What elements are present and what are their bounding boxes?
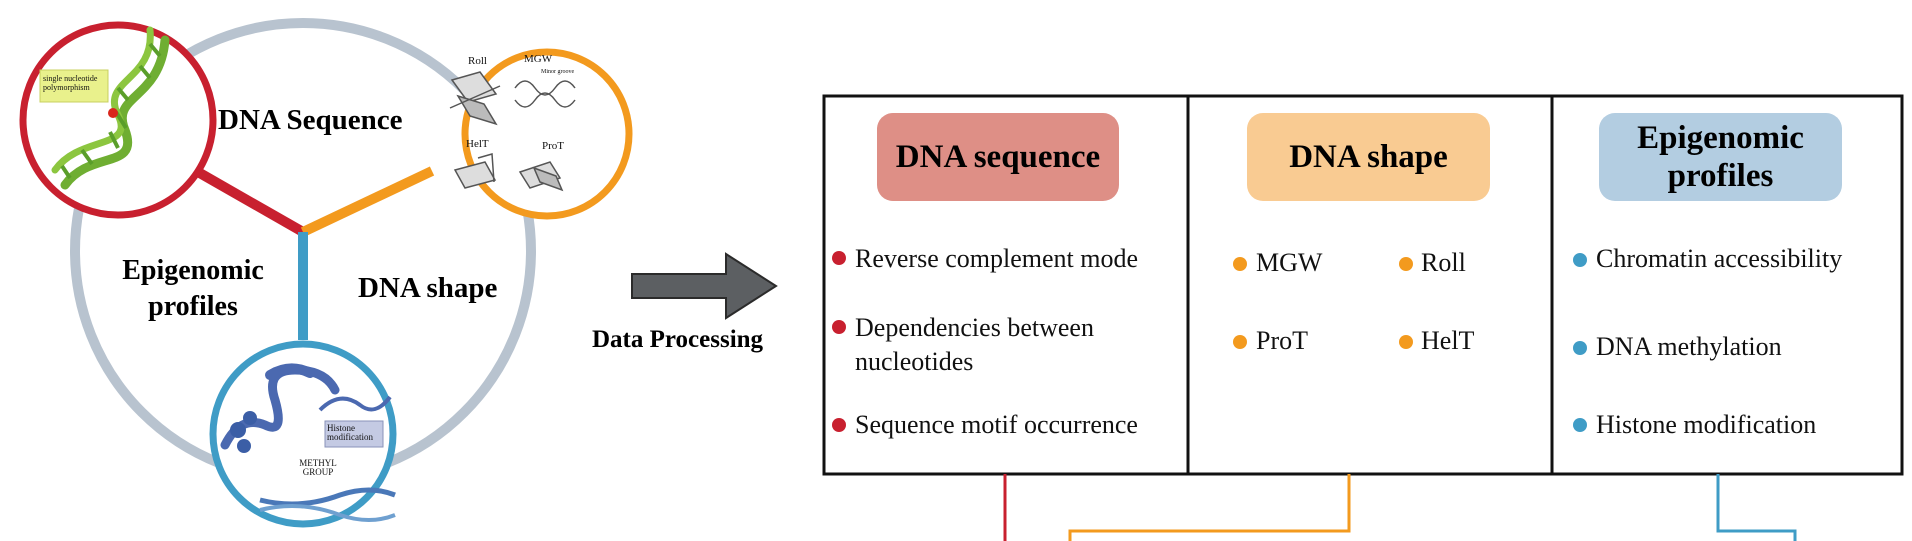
seq-item-2-cont: nucleotides [855,347,974,376]
data-processing-arrow [631,252,778,320]
shape-illustrations [449,71,576,192]
bullet-shape-helt [1399,335,1413,349]
shape-item-roll: Roll [1421,248,1466,277]
chromatin-illustration [220,363,396,522]
methyl-line2: GROUP [302,467,334,477]
shape-label-roll: Roll [468,55,487,67]
shape-label-helt: HelT [466,138,489,150]
bullet-seq-2 [832,320,846,334]
epi-item-3: Histone modification [1596,410,1817,439]
bullet-epi-3 [1573,418,1587,432]
shape-label-prot: ProT [542,140,564,152]
epi-item-1: Chromatin accessibility [1596,244,1843,273]
shape-item-prot: ProT [1256,326,1308,355]
connector-red [195,167,306,237]
shape-item-mgw: MGW [1256,248,1323,277]
seq-item-2: Dependencies between [855,313,1094,342]
methyl-group-text: METHYL GROUP [298,459,338,477]
seq-item-1: Reverse complement mode [855,244,1139,273]
bullet-seq-1 [832,251,846,265]
bullet-shape-prot [1233,335,1247,349]
histone-callout-line1: Histone [327,423,355,433]
epi-item-2: DNA methylation [1596,332,1782,361]
shape-label-mgw: MGW [524,53,553,65]
seq-item-3: Sequence motif occurrence [855,410,1138,439]
dna-helix-illustration [51,26,170,190]
hub-label-dna-sequence: DNA Sequence [218,104,403,136]
connector-orange [300,166,435,237]
methyl-line1: METHYL [299,458,337,468]
arrow-label: Data Processing [592,326,764,353]
histone-callout-line2: modification [327,432,373,442]
shape-label-minor-groove: Minor groove [541,69,575,75]
bullet-shape-roll [1399,257,1413,271]
pill-dna-sequence: DNA sequence [877,113,1119,201]
pill-epigenomic-line1: Epigenomic [1637,120,1804,156]
histone-callout-box [324,420,384,448]
pill-epigenomic: Epigenomic profiles [1599,113,1842,201]
shape-item-helt: HelT [1421,326,1475,355]
pill-epigenomic-line2: profiles [1667,158,1774,194]
epigenomic-circle [209,340,397,528]
snp-callout-line1: single nucleotide [43,74,98,83]
hub-label-epigenomic-line2: profiles [148,291,238,322]
output-line-orange [1068,474,1351,541]
dna-shape-circle [461,48,633,220]
bullet-seq-3 [832,418,846,432]
hub-label-epigenomic: Epigenomic profiles [112,253,274,325]
pill-dna-shape: DNA shape [1247,113,1490,201]
hub-label-dna-shape: DNA shape [358,272,498,304]
snp-callout-line2: polymorphism [43,83,90,92]
hub-label-epigenomic-line1: Epigenomic [122,255,264,286]
snp-callout-text: single nucleotide polymorphism [43,74,97,92]
snp-callout-box [39,69,109,103]
output-line-blue [1716,474,1797,541]
histone-callout-text: Histone modification [327,424,373,442]
bullet-shape-mgw [1233,257,1247,271]
bullet-epi-2 [1573,341,1587,355]
bullet-epi-1 [1573,253,1587,267]
